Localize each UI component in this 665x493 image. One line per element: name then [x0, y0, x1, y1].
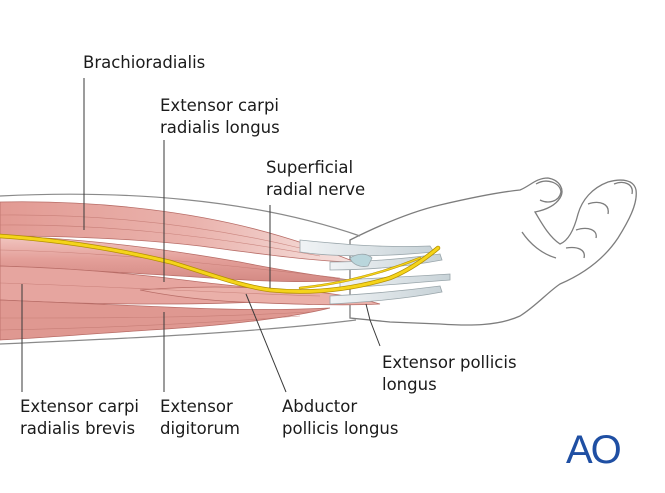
- label-ecrl: Extensor carpi radialis longus: [160, 95, 280, 139]
- forearm-outline: [0, 193, 361, 345]
- leader-lines: [21, 78, 381, 393]
- label-epl-line1: Extensor pollicis: [382, 353, 517, 372]
- label-extensor-pollicis-longus: Extensor pollicis longus: [382, 352, 517, 396]
- ao-logo-text: AO: [566, 430, 621, 468]
- muscle-fibers: [0, 214, 341, 331]
- muscle-extensor-digitorum: [0, 299, 331, 341]
- label-ecrl-line1: Extensor carpi: [160, 96, 280, 115]
- ao-logo: AO: [566, 430, 623, 468]
- label-ecrb-line2: radialis brevis: [20, 419, 136, 438]
- leader-apl: [245, 293, 287, 393]
- label-epl-line2: longus: [382, 375, 437, 394]
- label-ed-line2: digitorum: [160, 419, 240, 438]
- label-nerve-line2: radial nerve: [266, 180, 366, 199]
- label-brachioradialis: Brachioradialis: [83, 52, 205, 74]
- label-abductor-pollicis-longus: Abductor pollicis longus: [282, 396, 398, 440]
- label-ecrb-line1: Extensor carpi: [20, 397, 140, 416]
- superficial-radial-nerve: [0, 233, 441, 294]
- label-apl-line1: Abductor: [282, 397, 358, 416]
- label-extensor-digitorum: Extensor digitorum: [160, 396, 240, 440]
- label-apl-line2: pollicis longus: [282, 419, 399, 438]
- label-brachioradialis-line1: Brachioradialis: [83, 53, 206, 72]
- label-ecrl-line2: radialis longus: [160, 118, 280, 137]
- label-ed-line1: Extensor: [160, 397, 233, 416]
- leader-epl: [365, 303, 381, 347]
- label-nerve-line1: Superficial: [266, 158, 354, 177]
- muscle-group: [0, 201, 381, 341]
- label-superficial-radial-nerve: Superficial radial nerve: [266, 157, 365, 201]
- label-ecrb: Extensor carpi radialis brevis: [20, 396, 139, 440]
